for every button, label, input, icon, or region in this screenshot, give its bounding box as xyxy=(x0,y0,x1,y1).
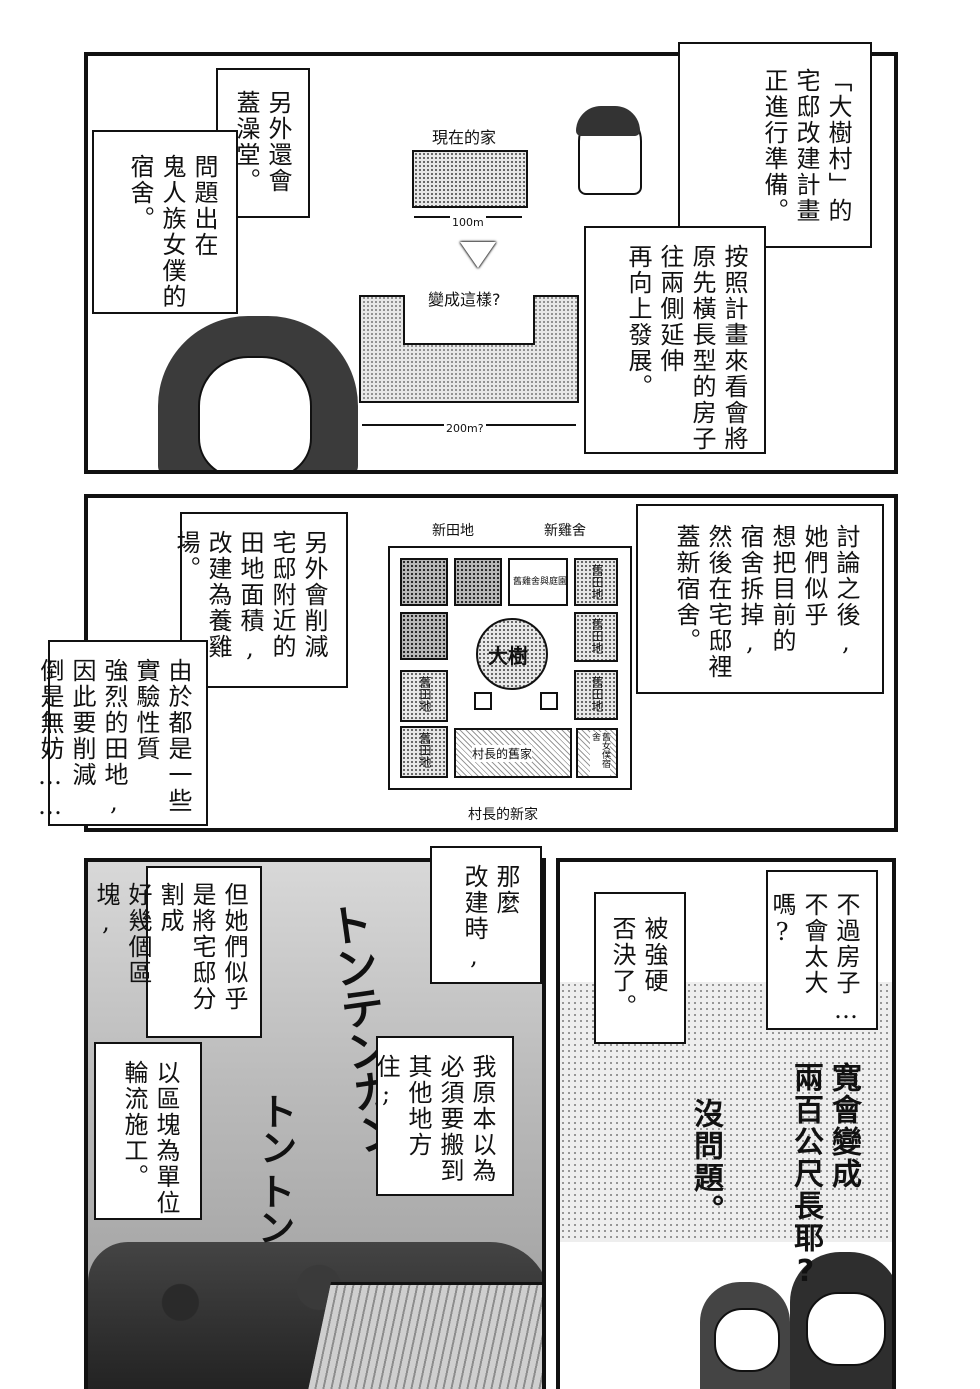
map-label-new-house: 村長的新家 xyxy=(468,807,538,823)
villager-chibi-face xyxy=(806,1292,886,1366)
caption-box-divide-blocks: 但她們似乎 是將宅邸分割成 好幾個區塊, xyxy=(92,866,262,1038)
caption-renovation: 那麼 改建時, xyxy=(460,864,520,972)
current-width-label: 100m xyxy=(450,216,486,229)
caption-rotating-work: 以區塊為單位 輪流施工。 xyxy=(120,1060,180,1216)
caption-box-rejected: 被強硬 否決了。 xyxy=(594,892,686,1044)
caption-box-renovation: 那麼 改建時, xyxy=(430,846,542,984)
sfx-tap-2: トン xyxy=(251,1172,295,1244)
caption-too-big: 不過房子… 不會太大嗎? xyxy=(768,892,860,1026)
current-house-label: 現在的家 xyxy=(432,128,497,147)
new-house-label: 變成這樣? xyxy=(428,290,501,309)
map-great-tree xyxy=(476,618,548,690)
caption-experimental: 由於都是一些 實驗性質 強烈的田地, 因此要削減 倒是無妨…… xyxy=(36,658,192,822)
map-new-field-3 xyxy=(400,612,448,660)
map-label-new-annex: 新雞舍 xyxy=(544,523,586,539)
map-old-field-right-3: 舊田地 xyxy=(574,670,618,720)
new-width-label: 200m? xyxy=(444,422,486,435)
caption-box-too-big: 不過房子… 不會太大嗎? xyxy=(766,870,878,1030)
sfx-tap-1: トン xyxy=(253,1092,297,1164)
map-old-house: 村長的舊家 xyxy=(454,728,572,778)
map-old-field-right-1: 舊田地 xyxy=(574,558,618,606)
caption-box-village-plan: 「大樹村」的 宅邸改建計畫 正進行準備。 xyxy=(678,42,872,248)
caption-rejected: 被強硬 否決了。 xyxy=(608,916,668,1020)
caption-bathhouse: 另外還會 蓋澡堂。 xyxy=(232,90,292,194)
caption-box-rotating-work: 以區塊為單位 輪流施工。 xyxy=(94,1042,202,1220)
map-old-maid-dorm: 舊女僕宿舍 xyxy=(576,728,618,778)
caption-divide-blocks: 但她們似乎 是將宅邸分割成 好幾個區塊, xyxy=(92,882,248,1012)
caption-dorm-issue: 問題出在 鬼人族女僕的 宿舍。 xyxy=(126,154,218,310)
map-old-field-right-2: 舊田地 xyxy=(574,612,618,662)
map-new-field-2 xyxy=(454,558,502,606)
map-new-field-1 xyxy=(400,558,448,606)
caption-box-experimental: 由於都是一些 實驗性質 強烈的田地, 因此要削減 倒是無妨…… xyxy=(36,640,208,826)
house-roof-illustration xyxy=(304,1282,542,1389)
caption-move-out: 我原本以為 必須要搬到 其他地方住; xyxy=(372,1054,496,1184)
caption-expansion: 按照計畫來看會將 原先橫長型的房子 往兩側延伸 再向上發展。 xyxy=(624,244,748,452)
caption-box-expansion: 按照計畫來看會將 原先橫長型的房子 往兩側延伸 再向上發展。 xyxy=(584,226,766,454)
map-old-annex: 舊雞舍與庭園 xyxy=(508,558,568,606)
map-old-field-left-2: 舊田地 xyxy=(400,726,448,778)
down-arrow-icon xyxy=(460,242,496,268)
caption-box-dorm-issue: 問題出在 鬼人族女僕的 宿舍。 xyxy=(92,130,238,314)
speech-two-hundred-meters: 寬會變成 兩百公尺長耶? xyxy=(788,1062,861,1291)
current-house-shape xyxy=(412,150,528,208)
map-marker-right xyxy=(540,692,558,710)
maid-chibi-face xyxy=(714,1308,780,1372)
chibi-villager-hair xyxy=(576,106,640,136)
speech-no-problem: 沒問題。 xyxy=(688,1098,723,1226)
new-house-shape xyxy=(359,295,579,403)
map-marker-left xyxy=(474,692,492,710)
caption-box-field-reduction: 另外會削減 宅邸附近的 田地面積, 改建為養雞場。 xyxy=(172,512,348,688)
caption-field-reduction: 另外會削減 宅邸附近的 田地面積, 改建為養雞場。 xyxy=(172,530,328,664)
caption-box-move-out: 我原本以為 必須要搬到 其他地方住; xyxy=(372,1036,514,1196)
caption-village-plan: 「大樹村」的 宅邸改建計畫 正進行準備。 xyxy=(760,68,852,224)
maid-face xyxy=(198,356,312,470)
caption-discussion: 討論之後, 她們似乎 想把目前的 宿舍拆掉, 然後在宅邸裡 蓋新宿舍。 xyxy=(672,524,860,680)
caption-box-discussion: 討論之後, 她們似乎 想把目前的 宿舍拆掉, 然後在宅邸裡 蓋新宿舍。 xyxy=(636,504,884,694)
map-old-field-left-1: 舊田地 xyxy=(400,670,448,722)
map-label-tree: 大樹 xyxy=(488,644,528,668)
map-label-new-field: 新田地 xyxy=(432,523,474,539)
